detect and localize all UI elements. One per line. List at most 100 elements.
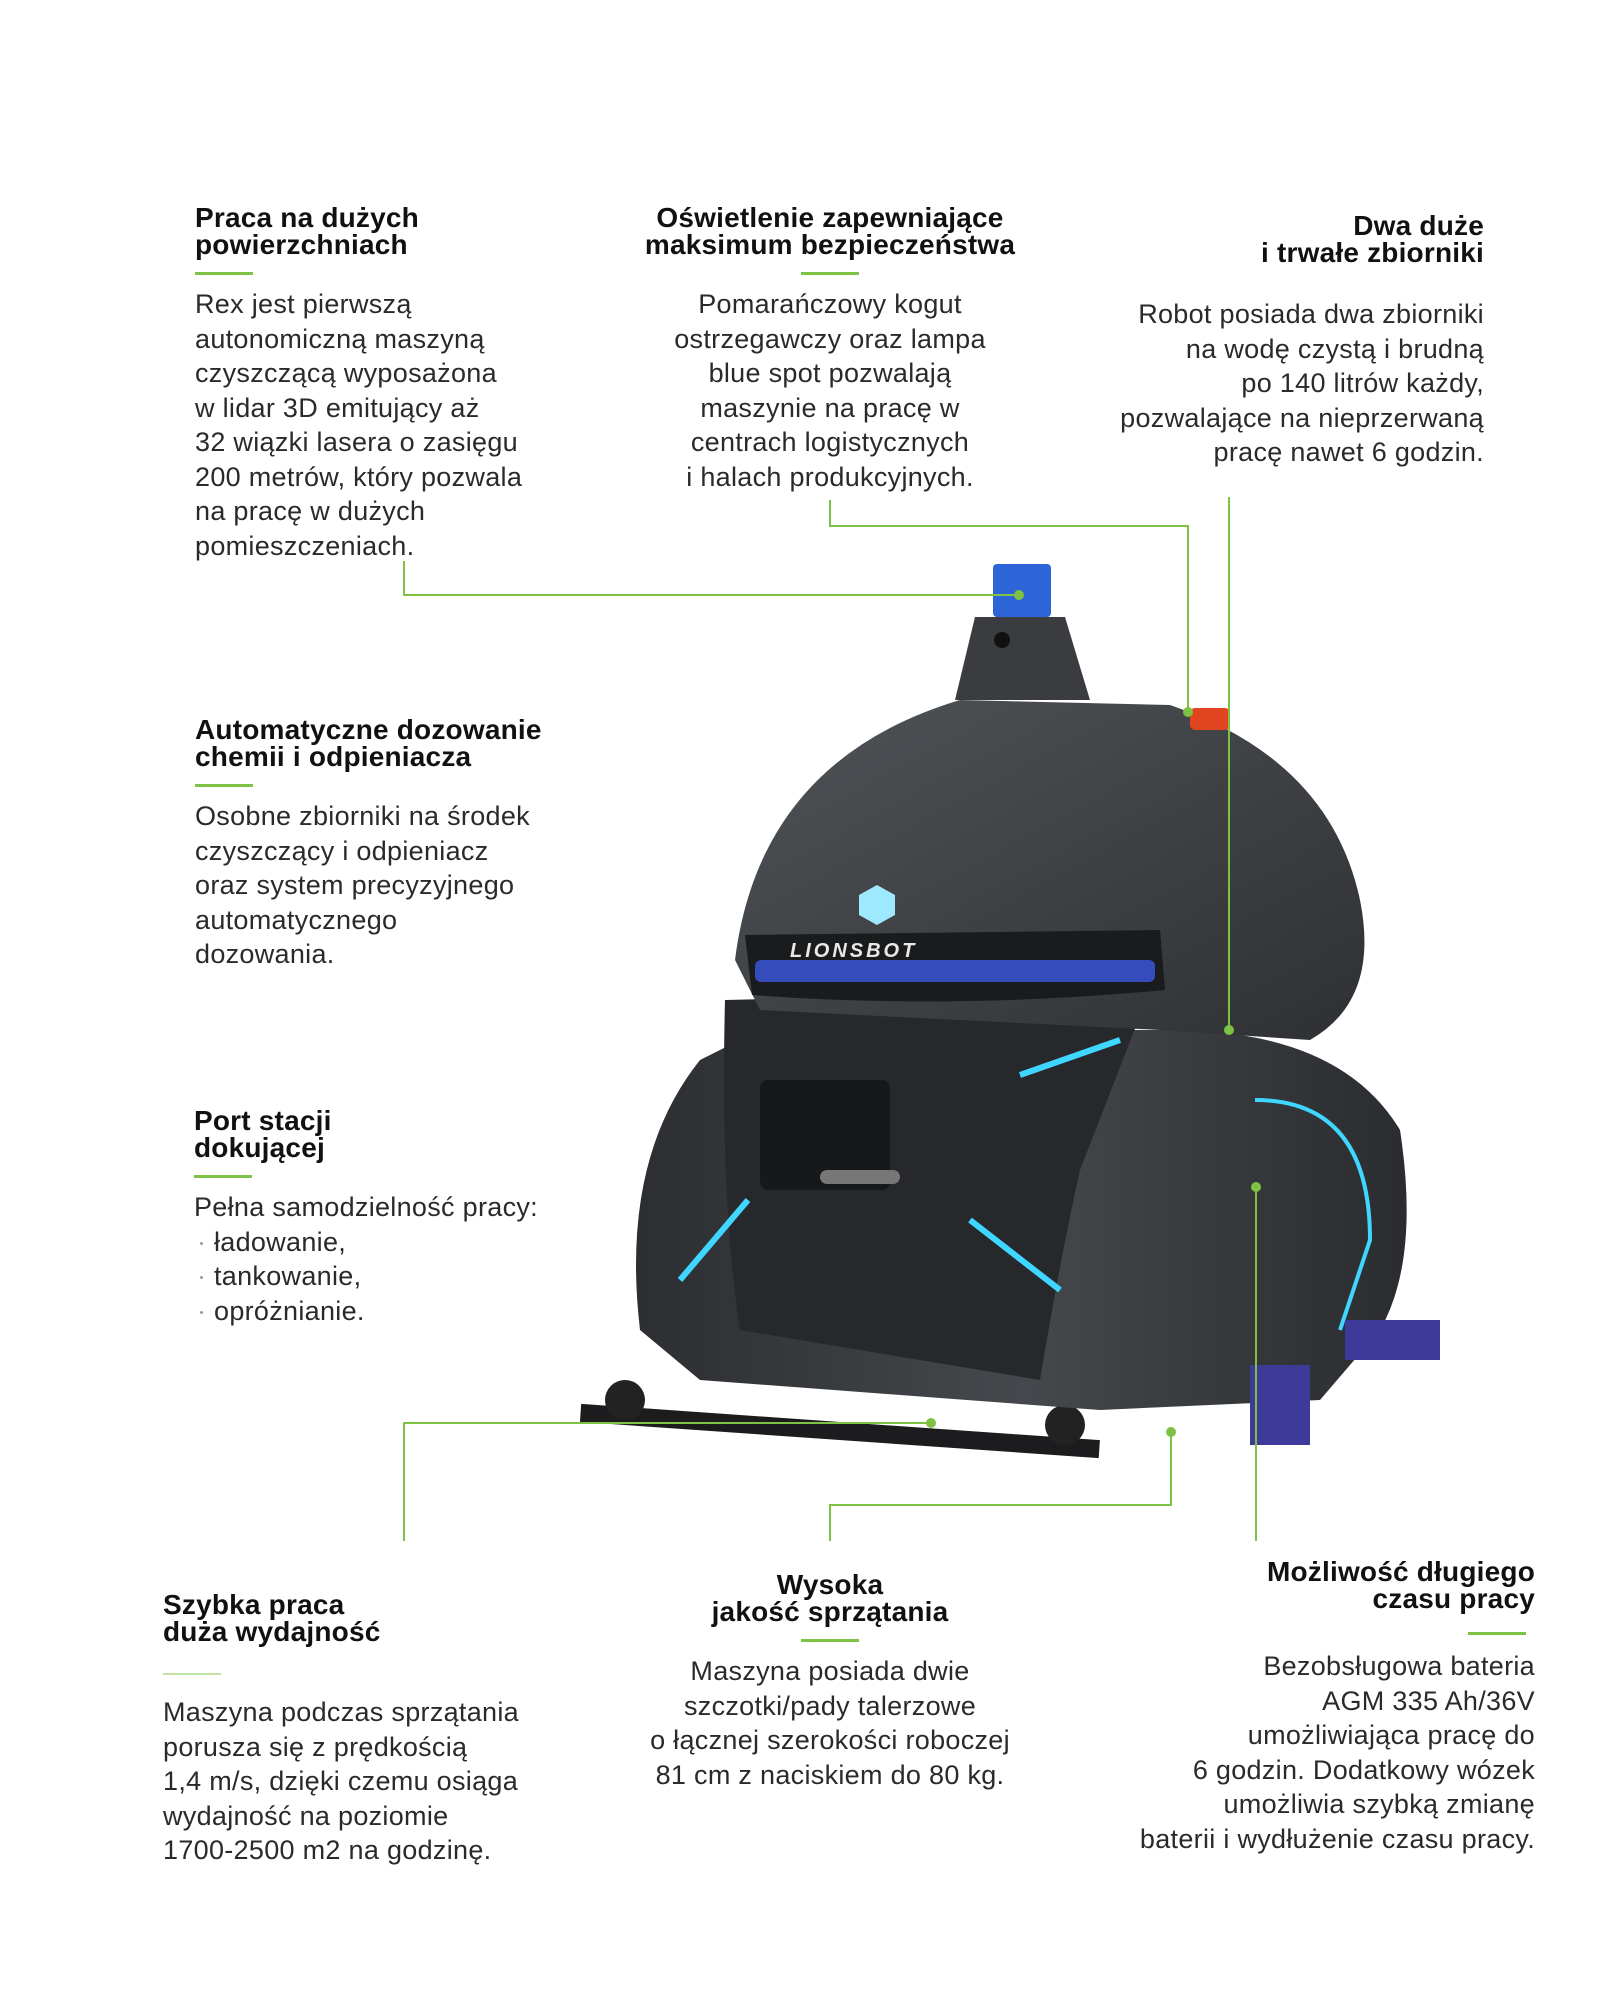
title-line: Dwa duże xyxy=(1353,210,1484,241)
description-line: dozowania. xyxy=(195,939,335,969)
description-line: czyszczącą wyposażona xyxy=(195,358,497,388)
description-line: 81 cm z naciskiem do 80 kg. xyxy=(655,1759,1005,1790)
title-line: Możliwość długiego xyxy=(1266,1556,1535,1587)
orange-beacon xyxy=(1190,708,1230,730)
description-line: Pełna samodzielność pracy: xyxy=(194,1192,538,1222)
front-squeegee-bar xyxy=(579,1403,1100,1459)
title-line: chemii i odpieniacza xyxy=(195,741,472,772)
title-line: Praca na dużych xyxy=(195,202,419,233)
description-line: automatycznego xyxy=(195,904,398,935)
description-line: 1700-2500 m2 na godzinę. xyxy=(163,1835,492,1865)
feature-description: Maszyna posiada dwie szczotki/pady talerz… xyxy=(580,1654,1080,1792)
description-line: pomieszczeniach. xyxy=(195,530,415,561)
description-line: centrach logistycznych xyxy=(690,427,970,457)
description-line: umożliwia szybką zmianę xyxy=(1223,1789,1535,1819)
description-line: o łącznej szerokości roboczej xyxy=(650,1725,1010,1755)
title-line: maksimum bezpieczeństwa xyxy=(644,229,1016,260)
accent-underline xyxy=(801,272,859,275)
description-line: szczotki/pady talerzowe xyxy=(683,1690,977,1721)
title-line: Automatyczne dozowanie xyxy=(195,714,542,745)
description-line: 200 metrów, który pozwala xyxy=(195,461,523,492)
led-strip xyxy=(755,960,1155,982)
description-line: na pracę w dużych xyxy=(195,496,426,526)
description-line: Osobne zbiorniki na środek xyxy=(195,801,530,831)
title-line: Wysoka xyxy=(776,1569,884,1600)
description-line: pracę nawet 6 godzin. xyxy=(1213,437,1484,467)
robot-brand-logo: LIONSBOT xyxy=(790,940,917,962)
title-line: dokującej xyxy=(194,1132,325,1163)
description-line: porusza się z prędkością xyxy=(163,1731,468,1762)
description-line: oraz system precyzyjnego xyxy=(195,870,515,900)
accent-underline xyxy=(195,272,253,275)
accent-underline xyxy=(1426,284,1484,287)
description-line: na wodę czystą i brudną xyxy=(1185,333,1484,364)
robot-logo-icon xyxy=(859,885,895,925)
description-line: Pomarańczowy kogut xyxy=(698,289,962,319)
accent-underline xyxy=(195,784,253,787)
description-line: maszynie na pracę w xyxy=(700,392,960,423)
description-line: umożliwiająca pracę do xyxy=(1247,1720,1535,1750)
description-line: ostrzegawczy oraz lampa xyxy=(674,323,986,354)
description-line: i halach produkcyjnych. xyxy=(686,461,974,492)
description-line: Maszyna podczas sprzątania xyxy=(163,1697,519,1727)
feature-description: Robot posiada dwa zbiorniki na wodę czyst… xyxy=(1034,297,1484,470)
description-line: wydajność na poziomie xyxy=(163,1800,449,1831)
feature-description: Pełna samodzielność pracy:ładowanie,tank… xyxy=(194,1190,538,1328)
description-line: po 140 litrów każdy, xyxy=(1241,368,1484,398)
description-line: Robot posiada dwa zbiorniki xyxy=(1138,299,1484,329)
accent-underline xyxy=(801,1639,859,1642)
feature-description: Rex jest pierwszą autonomiczną maszyną czy… xyxy=(195,287,522,563)
title-line: czasu pracy xyxy=(1372,1583,1535,1614)
title-line: Port stacji xyxy=(194,1105,332,1136)
accent-underline xyxy=(163,1673,221,1675)
description-line: blue spot pozwalają xyxy=(708,358,952,388)
blue-beacon xyxy=(993,564,1051,617)
robot: LIONSBOT xyxy=(579,564,1440,1459)
description-line: Maszyna posiada dwie xyxy=(690,1656,970,1686)
list-item: ładowanie, xyxy=(194,1225,538,1260)
title-line: Oświetlenie zapewniające xyxy=(656,202,1004,233)
feature-description: Osobne zbiorniki na środek czyszczący i o… xyxy=(195,799,542,972)
description-line: 1,4 m/s, dzięki czemu osiąga xyxy=(163,1766,519,1796)
description-line: 6 godzin. Dodatkowy wózek xyxy=(1192,1754,1535,1785)
description-line: 32 wiązki lasera o zasięgu xyxy=(195,427,518,457)
description-line: AGM 335 Ah/36V xyxy=(1322,1685,1535,1716)
list-item: opróżnianie. xyxy=(194,1294,538,1329)
title-line: jakość sprzątania xyxy=(711,1596,949,1627)
callout-dots xyxy=(926,590,1261,1437)
title-line: powierzchniach xyxy=(195,229,408,260)
description-line: w lidar 3D emitujący aż xyxy=(195,392,480,423)
feature-description: Pomarańczowy kogut ostrzegawczy oraz lamp… xyxy=(580,287,1080,494)
title-line: Szybka praca xyxy=(163,1589,345,1620)
list-item: tankowanie, xyxy=(194,1259,538,1294)
description-line: Bezobsługowa bateria xyxy=(1263,1651,1535,1681)
accent-underline xyxy=(194,1175,252,1178)
title-line: duża wydajność xyxy=(163,1616,381,1647)
accent-underline xyxy=(1468,1632,1526,1635)
description-line: czyszczący i odpieniacz xyxy=(195,835,489,866)
feature-description: Maszyna podczas sprzątania porusza się z … xyxy=(163,1695,519,1868)
description-line: baterii i wydłużenie czasu pracy. xyxy=(1139,1823,1535,1854)
description-line: Rex jest pierwszą xyxy=(195,289,412,319)
description-line: pozwalające na nieprzerwaną xyxy=(1120,402,1484,433)
description-line: autonomiczną maszyną xyxy=(195,323,485,354)
title-line: i trwałe zbiorniki xyxy=(1261,237,1484,268)
